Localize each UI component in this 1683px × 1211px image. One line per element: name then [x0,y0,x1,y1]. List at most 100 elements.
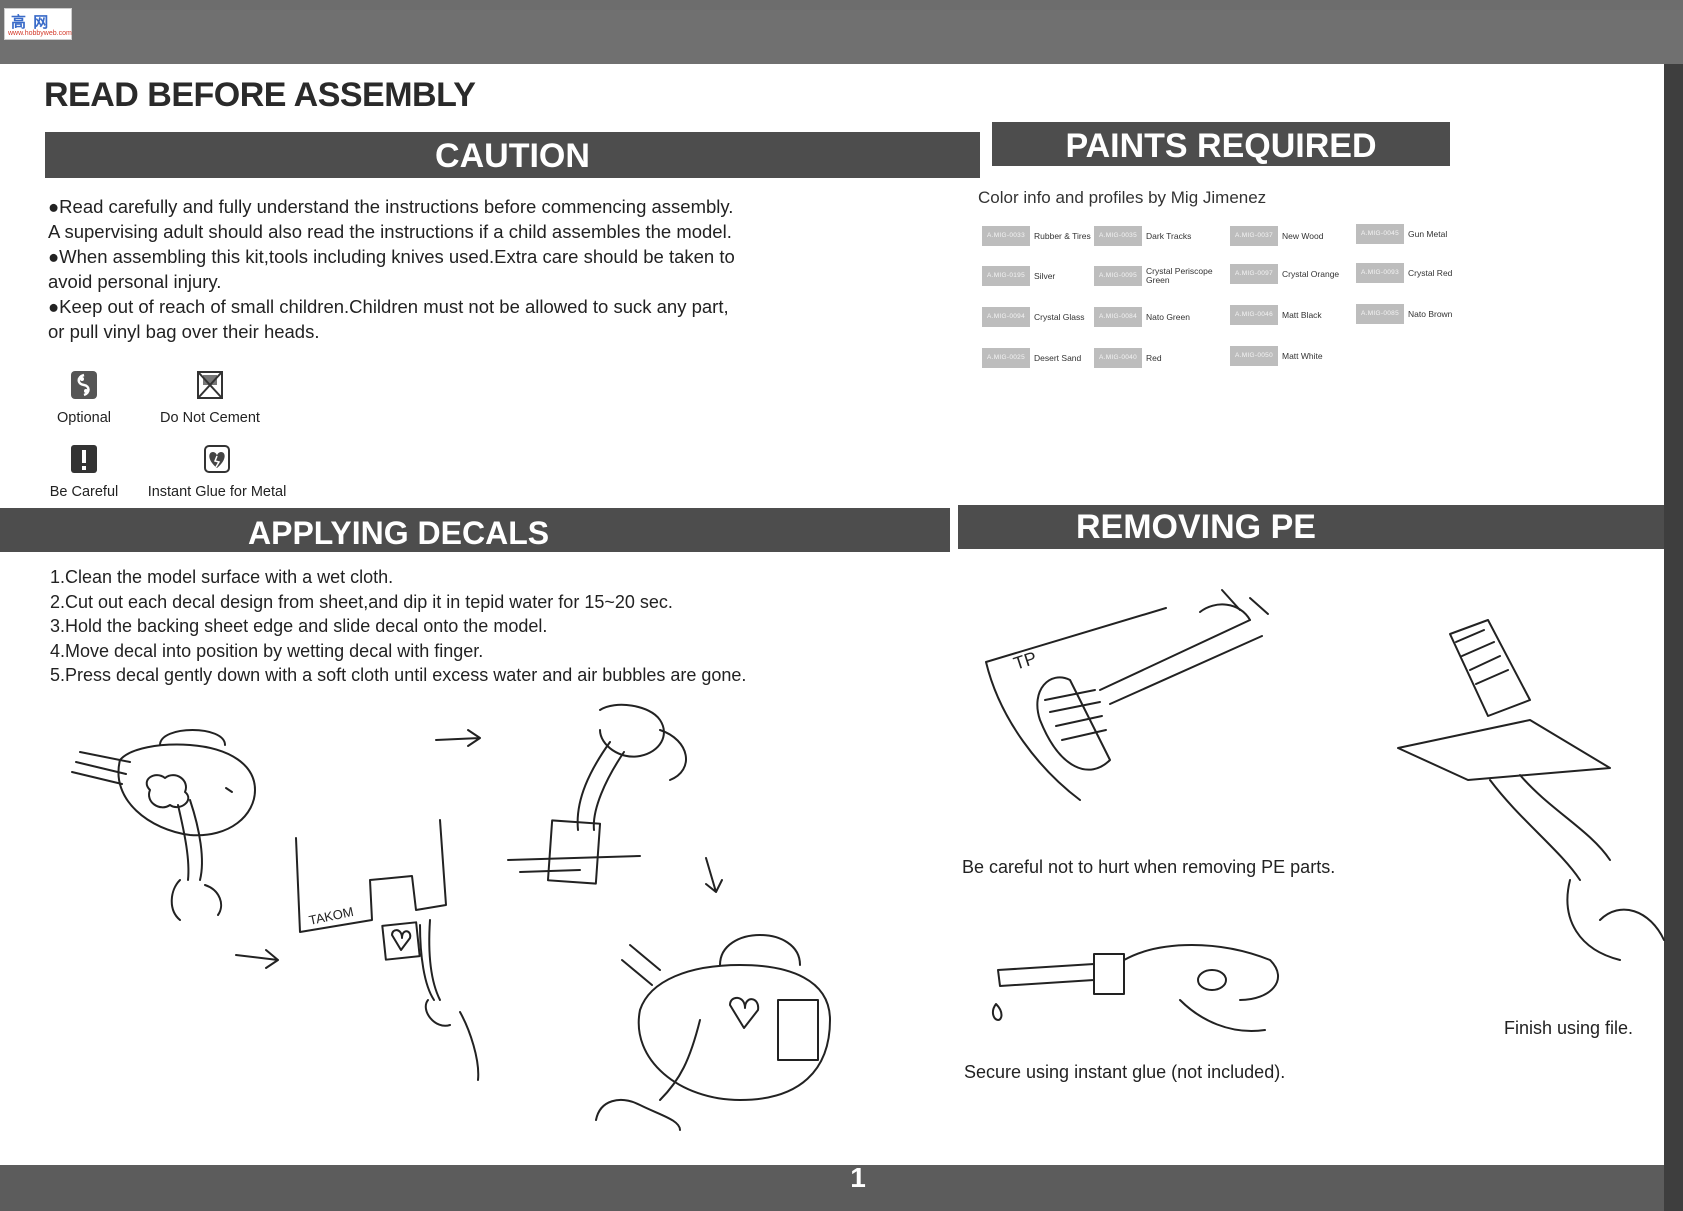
paint-code: A.MIG-0035 [1094,226,1142,246]
paint-code: A.MIG-0046 [1230,305,1278,325]
caution-line: A supervising adult should also read the… [48,221,732,242]
page-number: 1 [850,1162,866,1193]
decal-steps: 1.Clean the model surface with a wet clo… [50,565,746,688]
optional-icon [71,371,97,399]
legend-label: Optional [56,410,111,426]
decal-step: 3.Hold the backing sheet edge and slide … [50,616,548,636]
paint-name: Crystal Red [1408,267,1453,278]
decals-heading-bar: APPLYING DECALS [0,508,950,552]
paint-item: A.MIG-0033 Rubber & Tires [982,226,1102,246]
paint-item: A.MIG-0093 Crystal Red [1356,263,1476,283]
paint-name: Nato Green [1146,311,1190,322]
legend-do-not-cement: Do Not Cement [154,370,266,426]
paint-item: A.MIG-0195 Silver [982,266,1102,286]
top-bar [0,0,1683,64]
paint-code: A.MIG-0045 [1356,224,1404,244]
footer-bar [0,1165,1664,1211]
decal-water-illustration [507,703,687,885]
page-title: READ BEFORE ASSEMBLY [44,76,476,114]
pe-fret-label: TP [1011,648,1039,674]
caution-line: ●Read carefully and fully understand the… [48,196,734,217]
arrow-icon [705,857,723,893]
paint-code: A.MIG-0040 [1094,348,1142,368]
legend-instant-glue: Instant Glue for Metal [138,444,296,500]
paint-item: A.MIG-0045 Gun Metal [1356,224,1476,244]
paint-code: A.MIG-0085 [1356,304,1404,324]
paint-name: Silver [1034,270,1056,281]
paint-item: A.MIG-0035 Dark Tracks [1094,226,1214,246]
legend-label: Instant Glue for Metal [147,484,287,500]
paint-code: A.MIG-0095 [1094,266,1142,286]
paint-item: A.MIG-0040 Red [1094,348,1214,368]
paint-name: Desert Sand [1034,352,1082,363]
paint-item: A.MIG-0094 Crystal Glass [982,307,1102,327]
paint-name: Rubber & Tires [1034,230,1091,241]
paint-code: A.MIG-0025 [982,348,1030,368]
pe-knife-illustration [985,589,1269,801]
paint-name: Dark Tracks [1146,230,1192,241]
caution-line: ●When assembling this kit,tools includin… [48,246,735,267]
paint-item: A.MIG-0084 Nato Green [1094,307,1214,327]
decal-step: 1.Clean the model surface with a wet clo… [50,567,394,587]
caution-line: ●Keep out of reach of small children.Chi… [48,296,729,317]
instant-glue-icon [204,445,230,473]
pe-caption-file: Finish using file. [1504,1018,1634,1038]
turret-finger-illustration [595,934,831,1131]
pe-caption-glue: Secure using instant glue (not included)… [964,1062,1286,1082]
paint-name: Matt Black [1282,309,1322,320]
right-edge-bar [1664,64,1683,1211]
legend-be-careful: Be Careful [44,444,124,500]
caution-heading: CAUTION [45,132,980,178]
pe-heading: REMOVING PE [1076,508,1316,546]
paints-intro: Color info and profiles by Mig Jimenez [978,188,1267,207]
paint-name: Crystal Glass [1034,311,1085,322]
turret-cloth-illustration [71,729,256,921]
pe-glue-illustration [991,944,1280,1032]
do-not-cement-icon [197,371,223,399]
paint-item: A.MIG-0037 New Wood [1230,226,1350,246]
be-careful-icon [71,445,97,473]
paint-name: New Wood [1282,230,1324,241]
paint-code: A.MIG-0033 [982,226,1030,246]
logo-glyphs: 高 网 [11,13,50,31]
decal-sheet-illustration [295,819,480,1081]
pe-heading-bar: REMOVING PE [958,505,1664,549]
paint-code: A.MIG-0097 [1230,264,1278,284]
pe-file-illustration [1397,619,1665,961]
paint-code: A.MIG-0195 [982,266,1030,286]
site-logo: 高 网 www.hobbyweb.com [4,8,72,40]
decal-step: 4.Move decal into position by wetting de… [50,640,484,661]
paint-name: Matt White [1282,350,1323,361]
paint-code: A.MIG-0037 [1230,226,1278,246]
paint-item: A.MIG-0050 Matt White [1230,346,1350,366]
paint-item: A.MIG-0097 Crystal Orange [1230,264,1350,284]
pe-caption-careful: Be careful not to hurt when removing PE … [962,857,1336,877]
paint-code: A.MIG-0094 [982,307,1030,327]
paint-code: A.MIG-0093 [1356,263,1404,283]
caution-text: ●Read carefully and fully understand the… [48,194,828,344]
paints-heading: PAINTS REQUIRED [992,122,1450,166]
legend-optional: Optional [44,370,124,426]
arrow-icon [435,729,481,747]
paint-name: Crystal Periscope Green [1146,266,1213,285]
paint-code: A.MIG-0050 [1230,346,1278,366]
paint-name: Crystal Orange [1282,268,1340,279]
caution-line: avoid personal injury. [48,271,222,292]
logo-subtitle: www.hobbyweb.com [8,30,72,37]
paint-name: Nato Brown [1408,308,1453,319]
paint-item: A.MIG-0025 Desert Sand [982,348,1102,368]
caution-line: or pull vinyl bag over their heads. [48,321,320,342]
decal-step: 5.Press decal gently down with a soft cl… [50,665,747,685]
arrow-icon [235,949,279,969]
paint-item: A.MIG-0046 Matt Black [1230,305,1350,325]
paint-item: A.MIG-0085 Nato Brown [1356,304,1476,324]
paint-name: Gun Metal [1408,228,1448,239]
paint-code: A.MIG-0084 [1094,307,1142,327]
legend-label: Do Not Cement [160,410,260,426]
decal-step: 2.Cut out each decal design from sheet,a… [50,591,673,612]
paint-name: Red [1146,352,1162,363]
decals-heading: APPLYING DECALS [248,515,550,551]
legend-label: Be Careful [49,484,119,500]
